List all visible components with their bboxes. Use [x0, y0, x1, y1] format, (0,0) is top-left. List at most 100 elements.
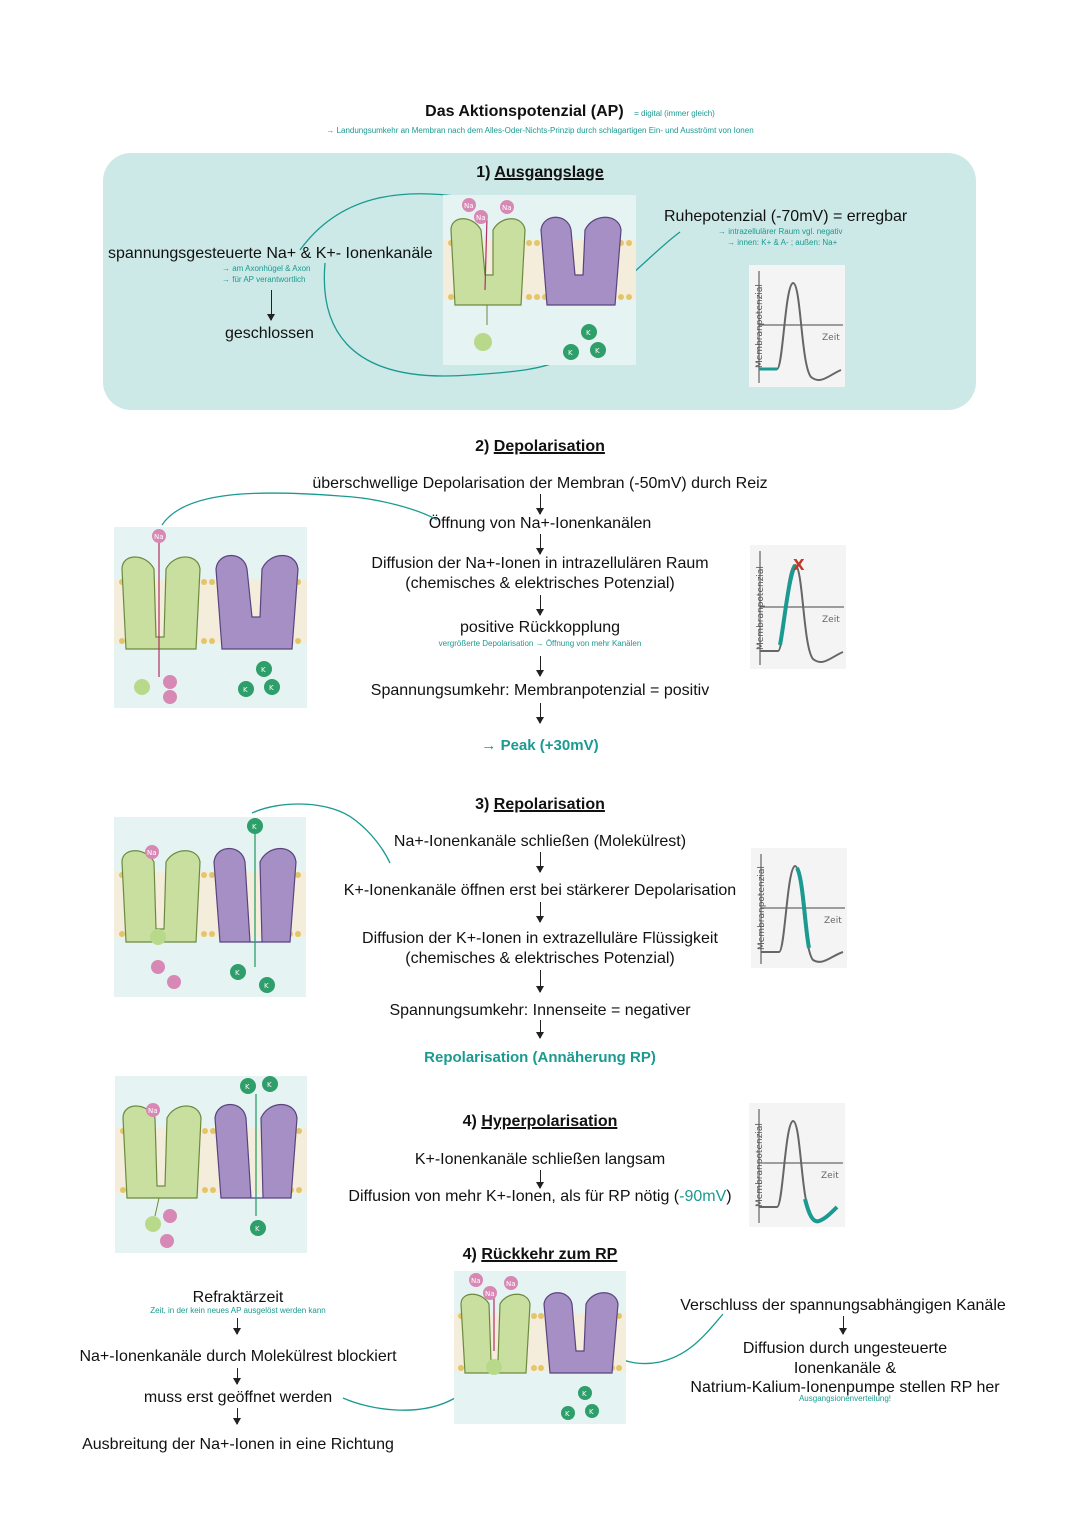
svg-text:K: K — [261, 666, 266, 674]
graph-depolarisation: Membranpotenzial Zeit X — [750, 545, 846, 669]
svg-text:Na: Na — [476, 214, 486, 222]
section2-step2: Öffnung von Na+-Ionenkanälen — [428, 515, 652, 532]
section2-arrow2 — [536, 534, 544, 555]
section2-step4-note: vergrößerte Depolarisation → Öffnung von… — [438, 639, 642, 648]
graph1-x-label: Zeit — [822, 333, 840, 343]
section4-step2-end: ) — [726, 1188, 732, 1205]
svg-text:K: K — [252, 823, 257, 831]
section5-right-arrow — [839, 1316, 847, 1335]
svg-text:Na: Na — [471, 1277, 481, 1285]
svg-text:Na: Na — [154, 533, 164, 541]
graph3-y-label: Membranpotenzial — [757, 866, 767, 950]
graph2-peak-marker: X — [793, 556, 805, 574]
section5-right-step1: Verschluss der spannungsabhängigen Kanäl… — [680, 1297, 1006, 1314]
graph-hyperpolarisation: Membranpotenzial Zeit — [749, 1103, 845, 1227]
section4-arrow1 — [536, 1170, 544, 1189]
section2-arrow4 — [536, 656, 544, 677]
section4-heading: 4) Hyperpolarisation — [340, 1113, 740, 1131]
graph2-y-label: Membranpotenzial — [756, 566, 766, 650]
section5-left-title: Refraktärzeit — [192, 1289, 284, 1306]
section2-heading: 2) Depolarisation — [340, 438, 740, 456]
svg-text:K: K — [245, 1083, 250, 1091]
section2-step3a: Diffusion der Na+-Ionen in intrazellulär… — [371, 555, 709, 572]
section2-step3b: (chemisches & elektrisches Potenzial) — [405, 575, 675, 592]
section1-number: 1) — [476, 164, 491, 181]
section4-title: Hyperpolarisation — [481, 1113, 618, 1130]
graph-ausgangslage: Membranpotenzial Zeit — [749, 265, 845, 387]
svg-text:K: K — [264, 982, 269, 990]
section3-step4: Spannungsumkehr: Innenseite = negativer — [389, 1002, 691, 1019]
section2-step5: Spannungsumkehr: Membranpotenzial = posi… — [370, 682, 710, 699]
section3-connector — [251, 803, 391, 864]
section5-right-step2b: Ionenkanäle & — [793, 1360, 897, 1377]
svg-text:K: K — [565, 1410, 570, 1418]
section5-title: Rückkehr zum RP — [481, 1246, 618, 1263]
graph2-x-label: Zeit — [822, 615, 840, 625]
svg-text:K: K — [595, 347, 600, 355]
svg-text:K: K — [235, 969, 240, 977]
section2-connector — [161, 492, 438, 526]
section1-left-note1: → am Axonhügel & Axon — [222, 264, 311, 273]
section1-right-note2: → innen: K+ & A- ; außen: Na+ — [727, 238, 838, 247]
section5-right-note: Ausgangsionenverteilung! — [798, 1394, 892, 1403]
graph3-x-label: Zeit — [824, 916, 842, 926]
section3-step3b: (chemisches & elektrisches Potenzial) — [405, 950, 675, 967]
graph4-x-label: Zeit — [821, 1171, 839, 1181]
section5-left-step1: Na+-Ionenkanäle durch Molekülrest blocki… — [79, 1348, 397, 1365]
section3-arrow2 — [536, 902, 544, 923]
graph1-y-label: Membranpotenzial — [755, 284, 765, 368]
section3-arrow4 — [536, 1020, 544, 1039]
section4-step2: Diffusion von mehr K+-Ionen, als für RP … — [348, 1188, 680, 1205]
section1-left-arrow — [267, 290, 275, 321]
section5-heading: 4) Rückkehr zum RP — [340, 1246, 740, 1264]
section5-left-arrow3 — [233, 1408, 241, 1425]
page-header: Das Aktionspotenzial (AP) = digital (imm… — [0, 103, 1080, 121]
section1-title: Ausgangslage — [494, 164, 604, 181]
section3-number: 3) — [475, 796, 490, 813]
section1-connectors — [299, 193, 681, 377]
section2-arrow3 — [536, 595, 544, 616]
section3-title: Repolarisation — [493, 796, 605, 813]
svg-text:Na: Na — [148, 1107, 158, 1115]
section1-right-main: Ruhepotenzial (-70mV) = erregbar — [664, 208, 908, 225]
svg-text:K: K — [586, 329, 591, 337]
section2-step4: positive Rückkopplung — [459, 619, 621, 636]
section3-arrow1 — [536, 852, 544, 873]
svg-text:Na: Na — [147, 849, 157, 857]
section5-left-note: Zeit, in der kein neues AP ausgelöst wer… — [150, 1306, 326, 1315]
repolarisation-illustration: Na K K K — [114, 817, 306, 997]
page-subtitle: → Landungsumkehr an Membran nach dem All… — [326, 126, 754, 135]
section4-step1: K+-Ionenkanäle schließen langsam — [414, 1151, 666, 1168]
section1-left-note2: → für AP verantwortlich — [222, 275, 306, 284]
graph4-y-label: Membranpotenzial — [755, 1123, 765, 1207]
svg-text:K: K — [589, 1408, 594, 1416]
svg-text:Na: Na — [502, 204, 512, 212]
section5-left-step3: Ausbreitung der Na+-Ionen in eine Richtu… — [82, 1436, 394, 1453]
section2-arrow5 — [536, 703, 544, 724]
svg-text:K: K — [255, 1225, 260, 1233]
svg-text:Na: Na — [506, 1280, 516, 1288]
svg-text:Na: Na — [485, 1290, 495, 1298]
section4-step2-line: Diffusion von mehr K+-Ionen, als für RP … — [280, 1188, 800, 1206]
svg-text:K: K — [269, 684, 274, 692]
svg-text:Na: Na — [464, 202, 474, 210]
section5-left-arrow1 — [233, 1318, 241, 1335]
section5-left-step2: muss erst geöffnet werden — [143, 1389, 333, 1406]
title-note: = digital (immer gleich) — [634, 109, 715, 118]
section4-number: 4) — [462, 1113, 477, 1130]
section3-step2: K+-Ionenkanäle öffnen erst bei stärkerer… — [343, 882, 737, 899]
section2-arrow1 — [536, 494, 544, 515]
section2-result: → Peak (+30mV) — [481, 737, 599, 754]
section4-step2-value: -90mV — [679, 1188, 727, 1205]
section3-arrow3 — [536, 970, 544, 993]
section5-number: 4) — [462, 1246, 477, 1263]
section2-number: 2) — [475, 438, 490, 455]
section2-step1: überschwellige Depolarisation der Membra… — [312, 475, 768, 492]
page-title: Das Aktionspotenzial (AP) — [425, 103, 624, 120]
svg-text:K: K — [582, 1390, 587, 1398]
svg-text:K: K — [568, 349, 573, 357]
